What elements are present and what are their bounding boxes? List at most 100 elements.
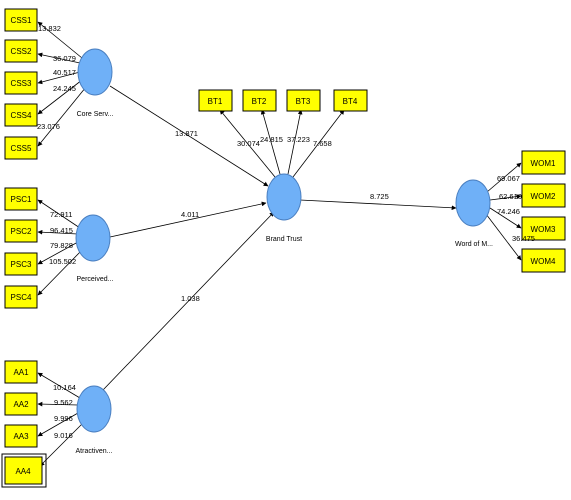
edge-wom-wom3 bbox=[489, 207, 522, 229]
indicator-psc1-box[interactable] bbox=[4, 187, 38, 211]
indicator-aa1-label: AA1 bbox=[13, 368, 29, 377]
path-label-core-trust: 13.871 bbox=[175, 129, 198, 138]
indicator-aa4-selection-frame bbox=[1, 453, 47, 488]
loading-aa2: 9.562 bbox=[54, 398, 73, 407]
latent-word-of-mouth-label: Word of M... bbox=[455, 241, 493, 248]
path-label-trust-wom: 8.725 bbox=[370, 192, 389, 201]
loading-css1: 13.832 bbox=[38, 24, 61, 33]
indicator-bt4-label: BT4 bbox=[343, 97, 358, 106]
latent-core-service[interactable] bbox=[77, 48, 113, 96]
edge-attractive-aa2 bbox=[37, 401, 79, 407]
loading-wom2: 62.610 bbox=[499, 192, 522, 201]
loading-bt4: 7.658 bbox=[313, 139, 332, 148]
edge-perceived-psc2 bbox=[37, 229, 79, 235]
loading-bt1: 30.074 bbox=[237, 139, 260, 148]
edge-wom-wom4 bbox=[485, 213, 522, 261]
indicator-bt3-box[interactable] bbox=[286, 89, 321, 112]
loading-aa4: 9.016 bbox=[54, 431, 73, 440]
loading-aa3: 9.996 bbox=[54, 414, 73, 423]
edge-trust-bt3 bbox=[287, 109, 303, 175]
latent-core-service-label: Core Serv... bbox=[77, 111, 114, 118]
indicator-css1-box[interactable] bbox=[4, 8, 38, 32]
indicator-psc2-box[interactable] bbox=[4, 219, 38, 243]
latent-word-of-mouth[interactable] bbox=[455, 179, 491, 227]
edge-core-css5 bbox=[37, 86, 87, 147]
indicator-aa1-box[interactable] bbox=[4, 360, 38, 384]
indicator-wom3-box[interactable] bbox=[521, 216, 566, 241]
path-attractive-trust bbox=[102, 211, 275, 391]
indicator-bt4-box[interactable] bbox=[333, 89, 368, 112]
loading-css2: 36.079 bbox=[53, 54, 76, 63]
indicator-psc3-label: PSC3 bbox=[11, 260, 32, 269]
edge-core-css1 bbox=[37, 21, 83, 59]
indicator-psc1-label: PSC1 bbox=[11, 195, 32, 204]
indicator-wom3-label: WOM3 bbox=[531, 225, 556, 234]
indicator-psc3-box[interactable] bbox=[4, 252, 38, 276]
indicator-wom1-label: WOM1 bbox=[531, 159, 556, 168]
indicator-wom2-label: WOM2 bbox=[531, 192, 556, 201]
loading-css4: 24.245 bbox=[53, 84, 76, 93]
path-perceived-trust bbox=[109, 201, 267, 238]
indicator-psc4-box[interactable] bbox=[4, 285, 38, 309]
loading-psc4: 105.502 bbox=[49, 257, 76, 266]
latent-brand-trust-label: Brand Trust bbox=[266, 236, 302, 243]
indicator-aa2-label: AA2 bbox=[13, 400, 29, 409]
edge-trust-bt2 bbox=[260, 109, 281, 175]
indicator-aa2-box[interactable] bbox=[4, 392, 38, 416]
indicator-css5-box[interactable] bbox=[4, 136, 38, 160]
indicator-css3-label: CSS3 bbox=[11, 79, 32, 88]
path-label-attractive-trust: 1.038 bbox=[181, 294, 200, 303]
indicator-css2-box[interactable] bbox=[4, 39, 38, 63]
indicator-bt3-label: BT3 bbox=[296, 97, 311, 106]
loading-css5: 23.076 bbox=[37, 122, 60, 131]
edge-attractive-aa3 bbox=[37, 412, 79, 437]
indicator-css4-box[interactable] bbox=[4, 103, 38, 127]
latent-brand-trust[interactable] bbox=[266, 173, 302, 221]
indicator-wom4-label: WOM4 bbox=[531, 257, 556, 266]
edge-perceived-psc4 bbox=[37, 249, 83, 296]
indicator-bt1-box[interactable] bbox=[198, 89, 233, 112]
edge-attractive-aa1 bbox=[37, 372, 81, 399]
indicator-aa4-label: AA4 bbox=[15, 467, 31, 476]
indicator-wom4-box[interactable] bbox=[521, 248, 566, 273]
loading-bt2: 24.815 bbox=[260, 135, 283, 144]
latent-perceived[interactable] bbox=[75, 214, 111, 262]
edge-perceived-psc1 bbox=[37, 199, 81, 229]
loading-wom4: 36.475 bbox=[512, 234, 535, 243]
loading-psc3: 79.828 bbox=[50, 241, 73, 250]
indicator-aa3-label: AA3 bbox=[13, 432, 29, 441]
indicator-wom2-box[interactable] bbox=[521, 183, 566, 208]
edge-trust-bt1 bbox=[219, 109, 276, 178]
path-core-trust bbox=[109, 85, 269, 187]
indicator-psc4-label: PSC4 bbox=[11, 293, 32, 302]
loading-psc1: 72.911 bbox=[50, 210, 72, 219]
indicator-psc2-label: PSC2 bbox=[11, 227, 32, 236]
indicator-wom1-box[interactable] bbox=[521, 150, 566, 175]
path-trust-wom bbox=[299, 199, 457, 211]
loading-wom3: 74.246 bbox=[497, 207, 520, 216]
loading-css3: 40.517 bbox=[53, 68, 76, 77]
edge-core-css3 bbox=[37, 71, 81, 85]
path-label-perceived-trust: 4.011 bbox=[181, 210, 199, 219]
indicator-bt1-label: BT1 bbox=[208, 97, 223, 106]
indicator-css3-box[interactable] bbox=[4, 71, 38, 95]
indicator-aa4-box[interactable] bbox=[4, 456, 43, 485]
edge-wom-wom2 bbox=[489, 194, 522, 201]
indicator-css2-label: CSS2 bbox=[11, 47, 32, 56]
indicator-css1-label: CSS1 bbox=[11, 16, 32, 25]
indicator-bt2-box[interactable] bbox=[242, 89, 277, 112]
loading-psc2: 96.415 bbox=[50, 226, 73, 235]
indicator-css5-label: CSS5 bbox=[11, 144, 32, 153]
loading-wom1: 69.067 bbox=[497, 174, 520, 183]
edge-core-css2 bbox=[37, 52, 81, 64]
loading-bt3: 37.223 bbox=[287, 135, 310, 144]
indicator-aa3-box[interactable] bbox=[4, 424, 38, 448]
latent-attractiveness[interactable] bbox=[76, 385, 112, 433]
loading-aa1: 10.164 bbox=[53, 383, 76, 392]
indicator-css4-label: CSS4 bbox=[11, 111, 32, 120]
edge-attractive-aa4 bbox=[39, 421, 85, 467]
indicator-bt2-label: BT2 bbox=[252, 97, 267, 106]
edge-wom-wom1 bbox=[486, 162, 522, 193]
